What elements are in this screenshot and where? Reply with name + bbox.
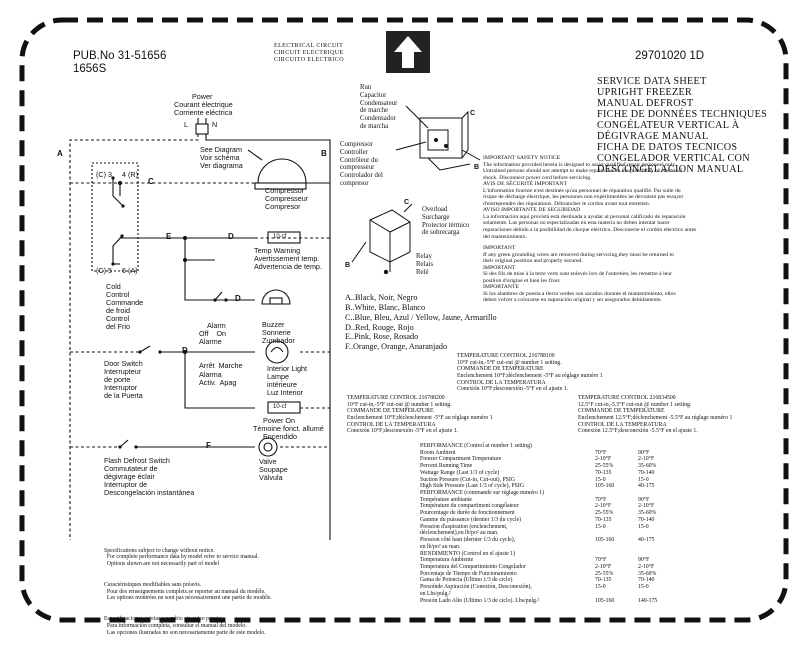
perf-row-es: Presoínde Aspiración (Conexión, Desconex… <box>420 584 649 591</box>
specifications-note: Specifications subject to change without… <box>104 547 272 636</box>
wire-D-temp: D <box>228 232 234 241</box>
terminal-r4: 4 (R) <box>122 170 138 179</box>
wire-D-buzzer: D <box>235 294 241 303</box>
part-letter-C-top: C <box>470 110 476 117</box>
perf-row-es: Gama de Potencia (Ultimo 1/3 de ciclo)70… <box>420 577 655 584</box>
perf-row-fr: Pression d'aspiration (enclenchement,15-… <box>420 523 649 530</box>
perf-row-en: High Side Pressure (Last 1/3 of cycle), … <box>420 483 655 490</box>
part-letter-B-bottom: B <box>345 262 351 269</box>
wire-A: A <box>57 149 63 158</box>
perf-row-es: Presión Lado Alto (Ultimo 1/3 de ciclo).… <box>420 597 658 604</box>
perf-row-fr: Pression côté haut (dernier 1/3 du cycle… <box>420 537 655 544</box>
up-arrow-icon <box>386 31 430 73</box>
terminal-a6: 6 (A) <box>122 266 138 275</box>
plug-L: L <box>184 120 188 129</box>
perf-row-en: Suction Pressure (Cut-in, Cut-out), PSIG… <box>420 476 649 483</box>
plug-N: N <box>212 120 218 129</box>
part-letter-B-top: B <box>474 164 480 171</box>
perf-row-fr: Gamme du puissance (dernier 1/3 du cycle… <box>420 516 655 523</box>
wire-E: E <box>166 232 172 241</box>
pub-number: PUB.No 31-51656 <box>73 50 167 62</box>
power-on-lamp-tag: 10-cf <box>273 404 287 410</box>
part-number: 29701020 1D <box>635 50 705 62</box>
wire-C: C <box>148 177 154 186</box>
pub-sub-number: 1656S <box>73 63 107 75</box>
perf-row-fr: déclenchement),en lb/po² au man. <box>420 530 499 537</box>
perf-row-fr: en lb/po² au man. <box>420 543 461 550</box>
part-letter-C-mid: C <box>404 199 410 206</box>
wire-D-door: D <box>182 346 188 355</box>
temp-warning-lamp-tag: 10-cf <box>273 234 287 240</box>
perf-row-es: Temperatura del Compartimiento Congelado… <box>420 563 655 570</box>
performance-table: PERFORMANCE (Control at number 1 setting… <box>420 443 683 604</box>
perf-row-es: en Lbs/pulg.² <box>420 590 451 597</box>
terminal-c5: (C) 5 <box>96 266 112 275</box>
wire-F: F <box>206 441 211 450</box>
terminal-c3: (C) 3 <box>96 170 112 179</box>
circuit-title: ELECTRICAL CIRCUIT CIRCUIT ELECTRIQUE CI… <box>274 43 344 63</box>
wire-B: B <box>321 149 327 158</box>
